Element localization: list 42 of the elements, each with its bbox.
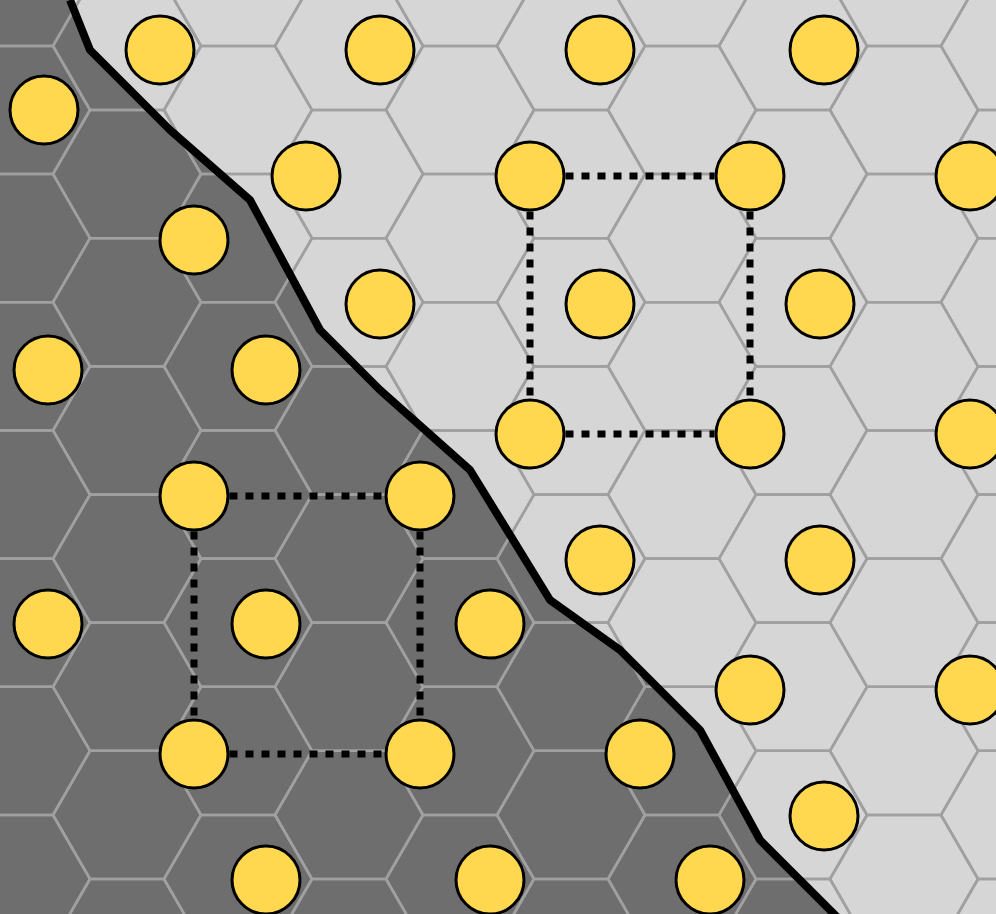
particle [12,588,84,660]
particle [564,268,636,340]
particle [784,524,856,596]
particle [604,718,676,790]
dotted-line [746,211,754,399]
particle [934,654,996,726]
dotted-line [416,531,424,719]
particle [384,460,456,532]
dotted-line [526,211,534,399]
particle [934,398,996,470]
particle [564,14,636,86]
particle [788,780,860,852]
particle [714,654,786,726]
particle [12,334,84,406]
particle [494,140,566,212]
particle [230,334,302,406]
particle [714,398,786,470]
particle [230,844,302,914]
particle [454,844,526,914]
particle [564,524,636,596]
particle [384,718,456,790]
particle [124,14,196,86]
particle [230,588,302,660]
particle [714,140,786,212]
particle [454,588,526,660]
dotted-line [565,430,715,438]
dotted-line [190,531,198,719]
dotted-line [229,750,385,758]
particle [494,398,566,470]
particle [934,140,996,212]
particle [158,204,230,276]
particle [270,140,342,212]
dotted-line [229,492,385,500]
particle [158,460,230,532]
particle [788,14,860,86]
dotted-line [565,172,715,180]
particle [344,268,416,340]
particle [784,268,856,340]
particle [158,718,230,790]
particle [8,74,80,146]
particle [344,14,416,86]
particle [674,844,746,914]
